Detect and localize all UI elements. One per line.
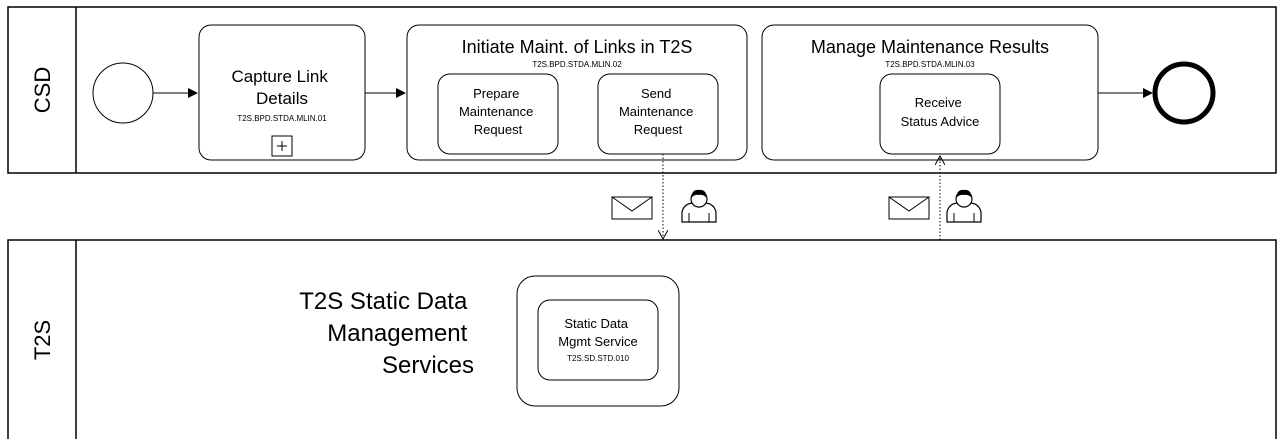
svg-text:Send Maintenance: Send Maintenance Request — [619, 86, 697, 137]
svg-text:Receive Status Advice: Receive Status Advice — [901, 95, 980, 129]
prepare-maintenance-request-task[interactable]: Prepare Maintenance Request — [437, 73, 559, 155]
initiate-maintenance-subprocess[interactable]: Initiate Maint. of Links in T2S T2S.BPD.… — [406, 24, 748, 161]
service-code: T2S.SD.STD.010 — [567, 354, 629, 363]
t2s-pool-title: T2S Static Data Management Services — [299, 288, 474, 379]
service-line2: Mgmt Service — [558, 334, 637, 349]
svg-text:Static Data Mgmt Service: Static Data Mgmt Service — [558, 316, 637, 349]
send-maintenance-request-task[interactable]: Send Maintenance Request — [597, 73, 719, 155]
end-event[interactable] — [1152, 61, 1216, 125]
service-line1: Static Data — [564, 316, 628, 331]
manage-code: T2S.BPD.STDA.MLIN.03 — [885, 60, 975, 69]
envelope-icon — [888, 196, 930, 220]
manage-title: Manage Maintenance Results — [811, 37, 1049, 57]
receive-status-advice-task[interactable]: Receive Status Advice — [879, 73, 1001, 155]
svg-text:Capture Link Details: Capture Link Details — [231, 67, 332, 108]
svg-text:Prepare Maintenance: Prepare Maintenance Request — [459, 86, 537, 137]
envelope-icon — [611, 196, 653, 220]
capture-title-line1: Capture Link — [231, 67, 328, 86]
csd-lane-label: CSD — [30, 67, 55, 113]
initiate-title: Initiate Maint. of Links in T2S — [462, 37, 693, 57]
start-event[interactable] — [92, 62, 154, 124]
user-icon — [946, 189, 982, 223]
capture-code: T2S.BPD.STDA.MLIN.01 — [237, 114, 327, 123]
capture-link-details-task[interactable]: Capture Link Details T2S.BPD.STDA.MLIN.0… — [198, 24, 366, 161]
static-data-mgmt-service[interactable]: Static Data Mgmt Service T2S.SD.STD.010 — [516, 275, 680, 407]
t2s-lane-label: T2S — [30, 320, 55, 360]
manage-maintenance-results-subprocess[interactable]: Manage Maintenance Results T2S.BPD.STDA.… — [761, 24, 1099, 161]
initiate-code: T2S.BPD.STDA.MLIN.02 — [532, 60, 622, 69]
capture-title-line2: Details — [256, 89, 308, 108]
user-icon — [681, 189, 717, 223]
